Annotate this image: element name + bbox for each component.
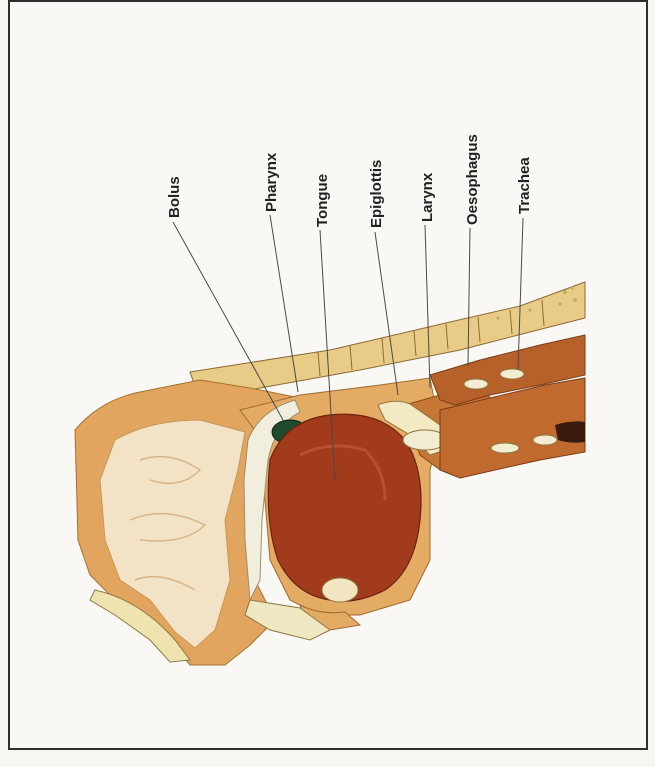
label-oesophagus: Oesophagus: [464, 134, 481, 225]
label-trachea: Trachea: [516, 157, 533, 214]
label-larynx: Larynx: [419, 172, 436, 222]
tongue-shape: [268, 414, 421, 601]
trachea-lumen: [555, 421, 585, 442]
label-pharynx: Pharynx: [263, 152, 280, 212]
hyoid-bone: [322, 578, 358, 602]
label-epiglottis: Epiglottis: [368, 160, 385, 228]
label-tongue: Tongue: [314, 174, 331, 227]
label-bolus: Bolus: [166, 176, 183, 218]
